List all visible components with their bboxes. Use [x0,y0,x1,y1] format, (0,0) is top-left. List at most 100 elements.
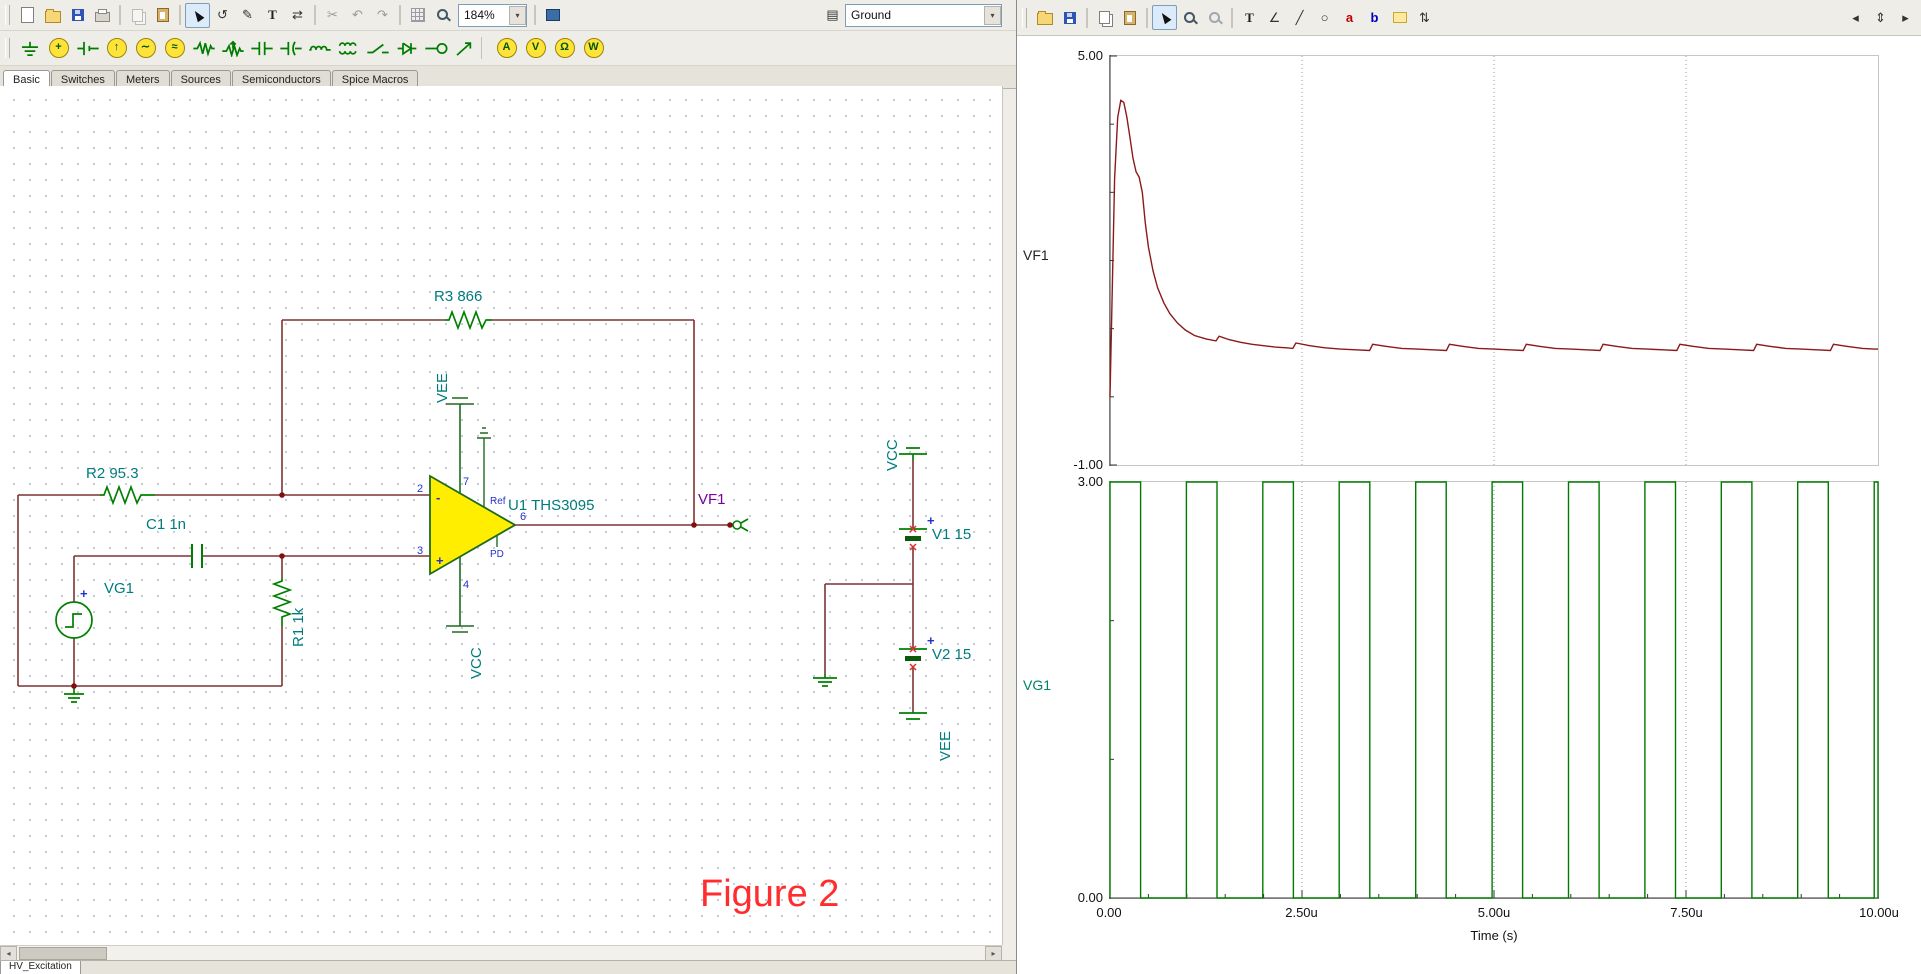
voltage-generator-vg1[interactable] [55,601,93,639]
ellipse-tool-button[interactable]: ○ [1312,5,1337,30]
electrolytic-capacitor-tool[interactable] [276,35,305,61]
scrollbar-thumb[interactable] [19,947,107,960]
copy-button[interactable] [1092,5,1117,30]
current-source-tool[interactable]: ↑ [102,35,131,61]
page-spinner[interactable]: ⇕ [1868,5,1893,30]
voltage-source-tool[interactable]: + [44,35,73,61]
voltage-generator-tool[interactable]: ∼ [131,35,160,61]
terminal-tool[interactable] [421,35,450,61]
zoom-tool-button[interactable] [430,3,455,28]
horizontal-scrollbar[interactable]: ◂ ▸ [0,945,1002,961]
ohmmeter-tool[interactable]: Ω [550,35,579,61]
tab-basic[interactable]: Basic [3,70,50,89]
label-r2[interactable]: R2 95.3 [86,465,139,482]
ground-symbol[interactable] [813,674,837,687]
voltage-arrow-tool[interactable] [450,35,479,61]
ground-symbol[interactable] [64,686,84,703]
select-cursor-button[interactable] [1152,5,1177,30]
copy-graph-button[interactable] [1117,5,1142,30]
label-vf1[interactable]: VF1 [698,491,726,508]
tab-semiconductors[interactable]: Semiconductors [231,70,331,88]
battery-v1[interactable] [899,528,927,541]
save-button[interactable] [65,3,90,28]
tab-switches[interactable]: Switches [50,70,115,88]
open-file-button[interactable] [40,3,65,28]
scroll-left-arrow[interactable]: ◂ [0,946,17,961]
line-tool-button[interactable]: ╱ [1287,5,1312,30]
opamp-u1[interactable] [429,397,517,633]
cursor-a-button[interactable]: a [1337,5,1362,30]
text-tool-button[interactable]: T [1237,5,1262,30]
redo-button[interactable]: ↷ [370,3,395,28]
label-c1[interactable]: C1 1n [146,516,186,533]
potentiometer-tool[interactable] [218,35,247,61]
label-vcc-rail[interactable]: VCC [884,439,901,471]
zoom-out-button[interactable] [1202,5,1227,30]
chevron-down-icon[interactable]: ▾ [509,5,526,25]
label-r3[interactable]: R3 866 [434,288,482,305]
tangent-tool-button[interactable]: ∠ [1262,5,1287,30]
tab-spice-macros[interactable]: Spice Macros [331,70,419,88]
save-button[interactable] [1057,5,1082,30]
label-u1[interactable]: U1 THS3095 [508,497,594,514]
label-vee-rail[interactable]: VEE [937,731,954,761]
label-v1[interactable]: V1 15 [932,526,971,543]
ground-select[interactable]: Ground ▾ [845,3,1002,27]
copy-button[interactable] [125,3,150,28]
ammeter-tool[interactable]: A [492,35,521,61]
label-vg1[interactable]: VG1 [104,580,134,597]
vf1-plot[interactable] [1109,55,1879,466]
inductor-tool[interactable] [305,35,334,61]
autoscale-button[interactable]: ⇅ [1412,5,1437,30]
paste-button[interactable] [150,3,175,28]
vcc-rail-symbol[interactable] [899,447,927,460]
cursor-b-button[interactable]: b [1362,5,1387,30]
grid-toggle-button[interactable] [405,3,430,28]
open-file-button[interactable] [1032,5,1057,30]
switch-tool[interactable] [363,35,392,61]
draw-wire-button[interactable]: ✎ [235,3,260,28]
schematic-canvas[interactable]: R3 866 R2 95.3 C1 1n VG1 R1 1k VEE VCC U… [0,86,1003,945]
tab-meters[interactable]: Meters [115,70,170,88]
label-vcc-bottom[interactable]: VCC [468,647,485,679]
rotate-left-button[interactable]: ↺ [210,3,235,28]
voltage-probe-vf1[interactable] [732,518,749,532]
resistor-r1[interactable] [271,578,293,626]
zoom-in-button[interactable] [1177,5,1202,30]
resistor-tool[interactable] [189,35,218,61]
label-r1[interactable]: R1 1k [290,607,307,647]
figure-caption[interactable]: Figure 2 [700,873,839,915]
print-button[interactable] [90,3,115,28]
undo-button[interactable]: ↶ [345,3,370,28]
chevron-down-icon[interactable]: ▾ [984,5,1001,25]
sheet-tab[interactable]: HV_Excitation [0,961,81,974]
wattmeter-tool[interactable]: W [579,35,608,61]
vg1-plot[interactable] [1109,481,1879,899]
next-page-button[interactable]: ▸ [1893,5,1918,30]
zoom-select[interactable]: 184% ▾ [458,3,527,27]
label-vee-top[interactable]: VEE [434,373,451,403]
capacitor-c1[interactable] [191,544,203,568]
resistor-r3[interactable] [445,309,492,331]
vee-rail-symbol[interactable] [899,712,927,720]
opamp-triangle[interactable] [429,474,517,576]
new-file-button[interactable] [15,3,40,28]
text-tool-button[interactable]: T [260,3,285,28]
voltmeter-tool[interactable]: V [521,35,550,61]
wire[interactable] [17,319,914,713]
prev-page-button[interactable]: ◂ [1843,5,1868,30]
current-generator-tool[interactable]: ≈ [160,35,189,61]
ground-tool[interactable] [15,35,44,61]
battery-v2[interactable] [899,648,927,661]
resistor-r2[interactable] [100,484,155,506]
label-v2[interactable]: V2 15 [932,646,971,663]
scroll-right-arrow[interactable]: ▸ [985,946,1002,961]
tab-sources[interactable]: Sources [170,70,231,88]
battery-tool[interactable] [73,35,102,61]
flip-button[interactable]: ⇄ [285,3,310,28]
cut-button[interactable]: ✂ [320,3,345,28]
select-cursor-button[interactable] [185,2,210,28]
transformer-tool[interactable] [334,35,363,61]
legend-button[interactable] [1387,5,1412,30]
capacitor-tool[interactable] [247,35,276,61]
